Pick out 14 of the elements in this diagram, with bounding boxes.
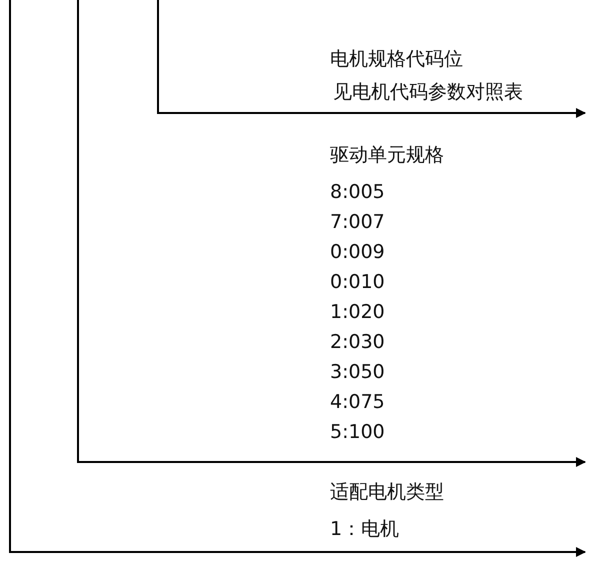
code-entry: 5:100 xyxy=(330,420,385,444)
code-entry: 8:005 xyxy=(330,180,385,204)
code-entry: 1:020 xyxy=(330,300,385,324)
code-entry: 3:050 xyxy=(330,360,385,384)
code-entry: 0:010 xyxy=(330,270,385,294)
code-entry: 0:009 xyxy=(330,240,385,264)
heading-text: 驱动单元规格 xyxy=(330,143,444,167)
heading-text: 适配电机类型 xyxy=(330,480,444,504)
heading-text: 电机规格代码位 xyxy=(330,47,463,71)
code-entry: 2:030 xyxy=(330,330,385,354)
note-text: 见电机代码参数对照表 xyxy=(333,80,523,104)
code-entry: 7:007 xyxy=(330,210,385,234)
note-text: 1：电机 xyxy=(330,517,400,541)
code-entry: 4:075 xyxy=(330,390,385,414)
